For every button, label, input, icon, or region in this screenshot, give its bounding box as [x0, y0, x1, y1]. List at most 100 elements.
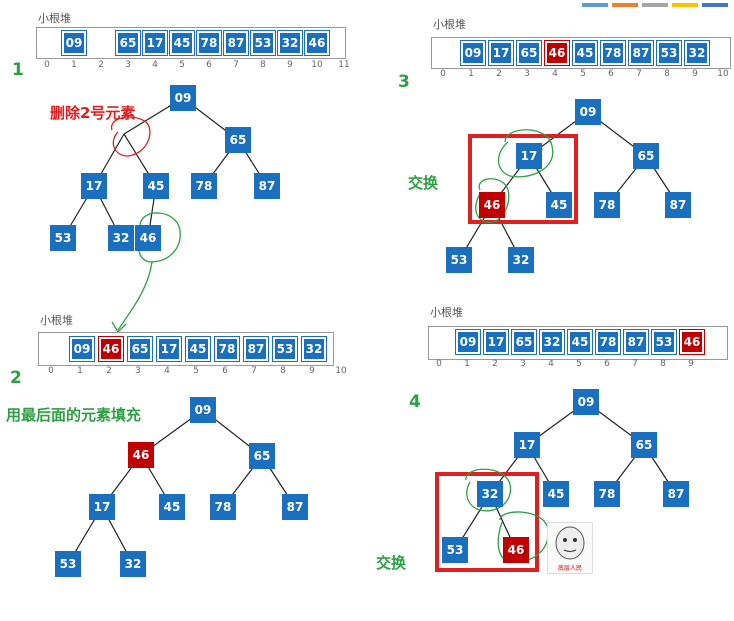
array-cell: 78 — [214, 336, 240, 362]
array-cell: 32 — [684, 40, 710, 66]
annotation-text: 交换 — [408, 174, 439, 192]
tree-node: 45 — [546, 192, 572, 218]
legend-swatch — [582, 3, 608, 7]
array-cell: 78 — [196, 30, 222, 56]
array-index: 7 — [251, 366, 257, 376]
array-index: 0 — [48, 366, 54, 376]
array-index: 3 — [520, 359, 526, 369]
array-index: 8 — [280, 366, 286, 376]
swap-loop-top — [465, 468, 512, 512]
swap-loop-bottom — [497, 511, 549, 563]
annotation-text: 删除2号元素 — [50, 104, 136, 122]
array-cell: 53 — [272, 336, 298, 362]
tree-node: 46 — [128, 442, 154, 468]
tree-node: 53 — [442, 537, 468, 563]
array-index: 6 — [604, 359, 610, 369]
array-cell: 09 — [460, 40, 486, 66]
array-cell: 45 — [185, 336, 211, 362]
array-index: 3 — [125, 60, 131, 70]
array-cell: 17 — [483, 329, 509, 355]
tree-node: 17 — [514, 432, 540, 458]
array-index: 1 — [71, 60, 77, 70]
tree-node: 87 — [663, 481, 689, 507]
array-index: 6 — [222, 366, 228, 376]
tree-node: 53 — [446, 247, 472, 273]
array-cell: 32 — [539, 329, 565, 355]
array-index: 10 — [311, 60, 323, 70]
face-icon — [555, 526, 585, 560]
tree-node: 78 — [191, 173, 217, 199]
legend-swatch — [612, 3, 638, 7]
tree-node: 87 — [665, 192, 691, 218]
array-cell: 32 — [301, 336, 327, 362]
array-cell: 17 — [488, 40, 514, 66]
tree-node: 09 — [573, 389, 599, 415]
array-index: 9 — [287, 60, 293, 70]
meme-sticker: 底层人民 — [547, 522, 593, 574]
highlight-frame — [435, 472, 539, 572]
array-cell: 87 — [623, 329, 649, 355]
tree-node: 65 — [631, 432, 657, 458]
annotation-text: 交换 — [376, 554, 407, 572]
array-cell: 45 — [572, 40, 598, 66]
array-index: 6 — [206, 60, 212, 70]
array-index: 1 — [77, 366, 83, 376]
array-cell: 53 — [656, 40, 682, 66]
highlight-frame — [468, 134, 578, 224]
array-label: 小根堆 — [40, 314, 73, 327]
step-number: 1 — [12, 60, 24, 80]
tree-node: 17 — [516, 143, 542, 169]
array-index: 2 — [492, 359, 498, 369]
array-index: 1 — [468, 69, 474, 79]
tree-node: 09 — [170, 85, 196, 111]
array-index: 4 — [164, 366, 170, 376]
array-index: 2 — [98, 60, 104, 70]
array-cell: 87 — [628, 40, 654, 66]
array-index: 0 — [440, 69, 446, 79]
array-cell: 46 — [98, 336, 124, 362]
tree-node: 32 — [108, 225, 134, 251]
tree-node: 87 — [282, 494, 308, 520]
tree-node: 32 — [508, 247, 534, 273]
array-index: 2 — [496, 69, 502, 79]
array-index: 10 — [717, 69, 729, 79]
array-index: 5 — [179, 60, 185, 70]
tree-node: 45 — [159, 494, 185, 520]
move-arrow — [117, 261, 153, 331]
array-index: 7 — [632, 359, 638, 369]
array-index: 0 — [44, 60, 50, 70]
tree-node: 46 — [135, 225, 161, 251]
array-cell: 53 — [250, 30, 276, 56]
tree-node: 65 — [225, 127, 251, 153]
tree-node: 46 — [503, 537, 529, 563]
tree-node: 53 — [50, 225, 76, 251]
array-index: 5 — [193, 366, 199, 376]
array-cell — [89, 31, 113, 55]
array-index: 0 — [436, 359, 442, 369]
array-label: 小根堆 — [38, 12, 71, 25]
array-cell: 65 — [115, 30, 141, 56]
array-cell: 65 — [511, 329, 537, 355]
array-index: 11 — [338, 60, 350, 70]
array-cell: 46 — [679, 329, 705, 355]
array-index: 4 — [152, 60, 158, 70]
array-cell: 17 — [156, 336, 182, 362]
array-cell: 09 — [455, 329, 481, 355]
array-index: 5 — [580, 69, 586, 79]
annotation-text: 用最后面的元素填充 — [6, 406, 142, 424]
legend-swatch — [642, 3, 668, 7]
array-cell: 65 — [127, 336, 153, 362]
array-index: 3 — [524, 69, 530, 79]
array-index: 7 — [636, 69, 642, 79]
tree-node: 17 — [89, 494, 115, 520]
array-index: 4 — [552, 69, 558, 79]
tree-node: 65 — [249, 443, 275, 469]
array-index: 8 — [664, 69, 670, 79]
legend-swatch — [672, 3, 698, 7]
array-cell: 46 — [544, 40, 570, 66]
tree-node: 78 — [210, 494, 236, 520]
array-label: 小根堆 — [430, 306, 463, 319]
tree-node: 65 — [633, 143, 659, 169]
